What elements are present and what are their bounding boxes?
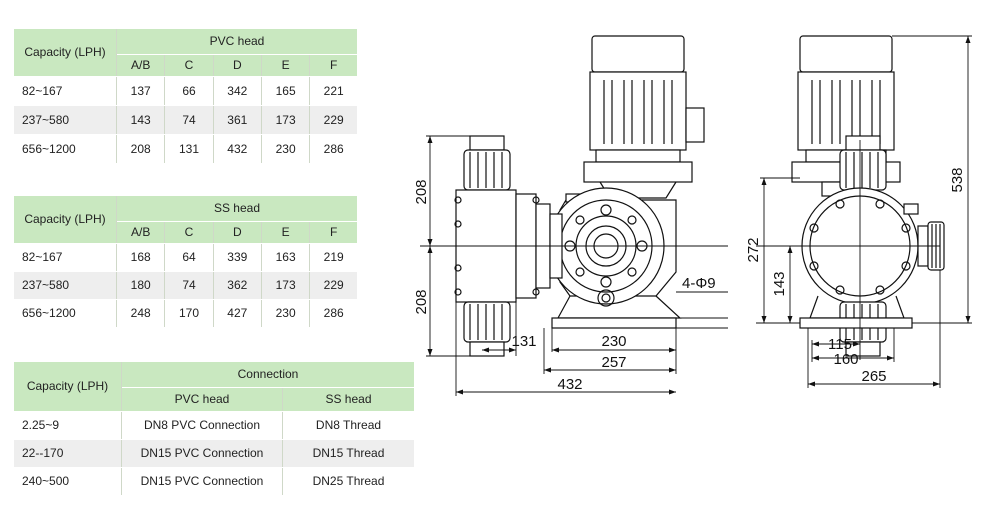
- capacity-header: Capacity (LPH): [14, 29, 117, 77]
- value-cell: DN15 PVC Connection: [121, 467, 283, 496]
- value-cell: DN15 PVC Connection: [121, 439, 283, 468]
- value-cell: 219: [309, 243, 357, 272]
- capacity-cell: 237~580: [14, 271, 117, 300]
- dim-label: 538: [949, 167, 966, 192]
- value-cell: 208: [116, 134, 166, 164]
- connection-group-header: Connection: [121, 362, 414, 388]
- capacity-header: Capacity (LPH): [14, 362, 122, 412]
- value-cell: 432: [213, 134, 262, 164]
- value-cell: 230: [261, 299, 311, 328]
- dim-label: 160: [833, 351, 858, 368]
- motor: [583, 35, 705, 199]
- value-cell: 131: [164, 134, 214, 164]
- column-header: E: [261, 54, 311, 77]
- table-row: 82~167 137 66 342 165 221: [14, 76, 357, 106]
- value-cell: 168: [116, 243, 166, 272]
- value-cell: 66: [164, 76, 214, 106]
- value-cell: 342: [213, 76, 262, 106]
- table-row: 656~1200 248 170 427 230 286: [14, 299, 357, 328]
- column-header: PVC head: [121, 387, 283, 412]
- value-cell: 143: [116, 105, 166, 135]
- value-cell: 339: [213, 243, 262, 272]
- capacity-header: Capacity (LPH): [14, 196, 117, 244]
- capacity-cell: 656~1200: [14, 134, 117, 164]
- table-row: 2.25~9 DN8 PVC Connection DN8 Thread: [14, 411, 414, 440]
- pump-dimension-drawing: 208 208 131 230 257 432 4-Φ9: [413, 35, 972, 396]
- dim-label: 115: [828, 336, 852, 353]
- dim-label: 131: [511, 333, 536, 350]
- value-cell: DN8 Thread: [282, 411, 414, 440]
- dim-label: 272: [745, 237, 762, 262]
- value-cell: 229: [309, 271, 357, 300]
- column-header: A/B: [116, 54, 166, 77]
- gearbox-body: [547, 187, 677, 307]
- dim-label: 265: [861, 368, 886, 385]
- value-cell: 163: [261, 243, 311, 272]
- column-header: C: [164, 221, 214, 244]
- capacity-cell: 82~167: [14, 76, 117, 106]
- value-cell: 286: [309, 299, 357, 328]
- dim-label: 432: [557, 376, 582, 393]
- capacity-cell: 2.25~9: [14, 411, 122, 440]
- column-header: F: [309, 54, 357, 77]
- value-cell: 137: [116, 76, 166, 106]
- value-cell: 361: [213, 105, 262, 135]
- value-cell: 362: [213, 271, 262, 300]
- table-row: 22--170 DN15 PVC Connection DN15 Thread: [14, 439, 414, 468]
- value-cell: 286: [309, 134, 357, 164]
- dim-label: 208: [413, 179, 430, 204]
- front-dimensions: [426, 135, 728, 396]
- pvc-head-group-header: PVC head: [116, 29, 357, 55]
- value-cell: 180: [116, 271, 166, 300]
- value-cell: 74: [164, 105, 214, 135]
- side-dimension-labels: 538 272 143 115 160 265: [745, 167, 966, 385]
- value-cell: 230: [261, 134, 311, 164]
- capacity-cell: 237~580: [14, 105, 117, 135]
- column-header: D: [213, 54, 262, 77]
- front-dimension-labels: 208 208 131 230 257 432 4-Φ9: [413, 179, 716, 393]
- table-row: 237~580 180 74 362 173 229: [14, 271, 357, 300]
- dim-label: 230: [601, 333, 626, 350]
- table-row: 656~1200 208 131 432 230 286: [14, 134, 357, 164]
- ss-head-group-header: SS head: [116, 196, 357, 222]
- value-cell: 64: [164, 243, 214, 272]
- value-cell: DN15 Thread: [282, 439, 414, 468]
- dim-label: 4-Φ9: [682, 275, 716, 292]
- value-cell: 427: [213, 299, 262, 328]
- column-header: E: [261, 221, 311, 244]
- column-header: A/B: [116, 221, 166, 244]
- ss-head-dimension-table: Capacity (LPH) SS head A/B C D E F 82~16…: [14, 196, 357, 328]
- dim-label: 208: [413, 289, 430, 314]
- dim-label: 143: [771, 271, 788, 296]
- connection-table: Capacity (LPH) Connection PVC head SS he…: [14, 362, 414, 496]
- column-header: SS head: [282, 387, 414, 412]
- side-dimensions: [756, 35, 972, 388]
- value-cell: 221: [309, 76, 357, 106]
- column-header: D: [213, 221, 262, 244]
- pvc-head-dimension-table: Capacity (LPH) PVC head A/B C D E F 82~1…: [14, 29, 357, 164]
- column-header: C: [164, 54, 214, 77]
- value-cell: 173: [261, 105, 311, 135]
- value-cell: 74: [164, 271, 214, 300]
- capacity-cell: 22--170: [14, 439, 122, 468]
- table-row: 240~500 DN15 PVC Connection DN25 Thread: [14, 467, 414, 496]
- value-cell: 173: [261, 271, 311, 300]
- table-row: 82~167 168 64 339 163 219: [14, 243, 357, 272]
- base-plate: [551, 295, 682, 329]
- capacity-cell: 656~1200: [14, 299, 117, 328]
- value-cell: DN8 PVC Connection: [121, 411, 283, 440]
- value-cell: 165: [261, 76, 311, 106]
- capacity-cell: 82~167: [14, 243, 117, 272]
- front-view: [454, 35, 705, 357]
- table-row: 237~580 143 74 361 173 229: [14, 105, 357, 135]
- dim-label: 257: [601, 354, 626, 371]
- value-cell: 170: [164, 299, 214, 328]
- value-cell: 248: [116, 299, 166, 328]
- capacity-cell: 240~500: [14, 467, 122, 496]
- side-view: [791, 35, 945, 357]
- column-header: F: [309, 221, 357, 244]
- value-cell: 229: [309, 105, 357, 135]
- value-cell: DN25 Thread: [282, 467, 414, 496]
